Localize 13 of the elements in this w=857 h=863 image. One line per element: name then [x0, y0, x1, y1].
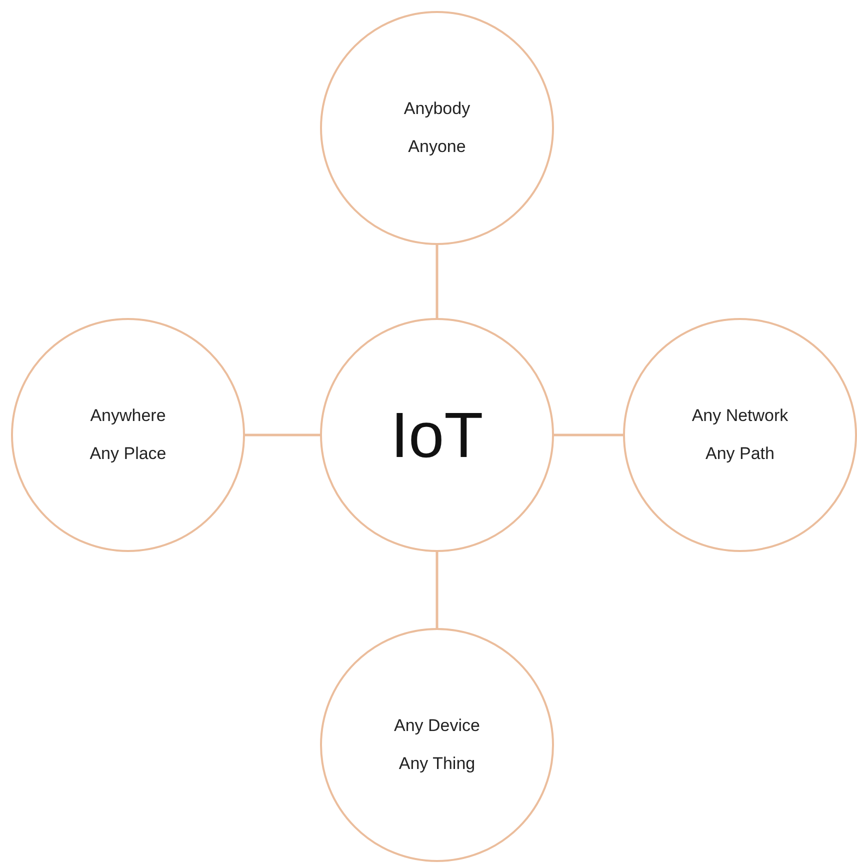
connector-line — [554, 434, 623, 436]
node-label: Any Path — [706, 443, 774, 465]
node-label: Anywhere — [90, 405, 166, 427]
node-label: Any Place — [90, 443, 166, 465]
center-title: IoT — [390, 400, 484, 470]
node-label: Any Thing — [398, 753, 476, 775]
node-label: Any Network — [692, 405, 788, 427]
connector-line — [436, 245, 438, 318]
connector-line — [245, 434, 320, 436]
node-label: Anyone — [408, 136, 466, 158]
connector-line — [436, 552, 438, 628]
node-label: Any Device — [394, 715, 480, 737]
node-label: Anybody — [404, 98, 470, 120]
